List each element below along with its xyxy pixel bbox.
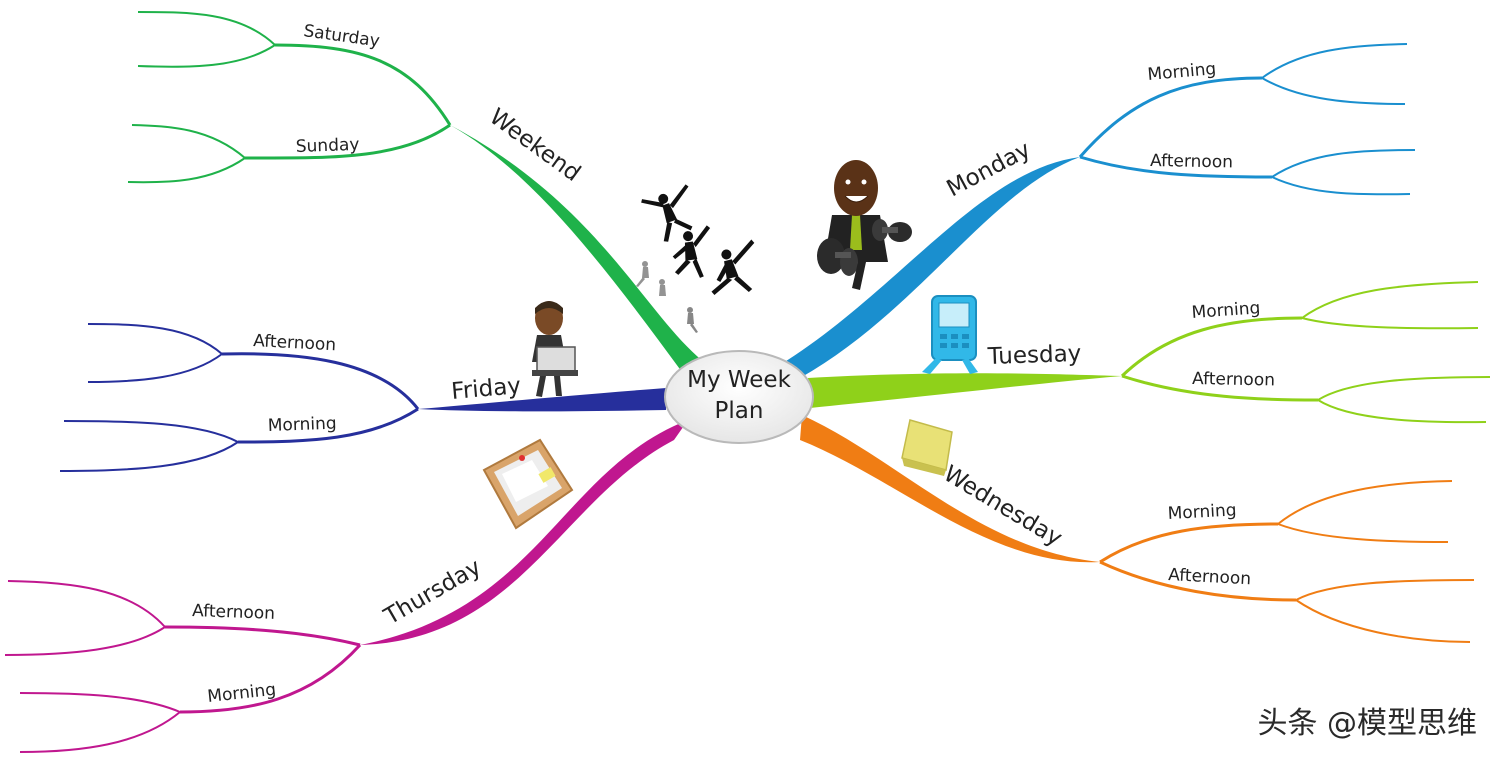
leaf-thursday-afternoon-1 <box>7 580 166 628</box>
sub-label-monday-afternoon: Afternoon <box>1150 151 1233 172</box>
sticky-note-icon <box>901 419 953 476</box>
leaf-tuesday-afternoon-1 <box>1317 376 1491 401</box>
sub-label-friday-afternoon: Afternoon <box>253 331 337 355</box>
leaf-monday-afternoon-2 <box>1271 176 1411 196</box>
branch-label-monday: Monday <box>943 137 1035 203</box>
leaf-saturday-2 <box>137 44 276 68</box>
sub-branch-tuesday-morning <box>1120 316 1303 378</box>
woman-laptop-icon <box>532 301 578 397</box>
leaf-friday-morning-1 <box>63 420 239 443</box>
main-branch-wednesday <box>800 415 1100 563</box>
sub-branch-thursday-afternoon <box>164 625 361 647</box>
sub-label-thursday-afternoon: Afternoon <box>192 601 276 624</box>
businessman-dumbbells-icon <box>817 160 912 290</box>
leaf-monday-morning-1 <box>1261 43 1408 79</box>
leaf-wednesday-afternoon-1 <box>1295 579 1475 601</box>
leaf-sunday-1 <box>131 124 246 159</box>
central-node-ellipse <box>664 350 814 444</box>
leaf-saturday-1 <box>137 11 276 46</box>
leaf-wednesday-morning-2 <box>1277 523 1449 543</box>
leaf-tuesday-morning-1 <box>1301 281 1479 319</box>
branch-weekend[interactable]: Weekend Saturday Sunday <box>127 11 718 372</box>
sub-branch-monday-morning <box>1078 76 1263 158</box>
branch-label-thursday: Thursday <box>379 554 485 630</box>
leaf-wednesday-afternoon-2 <box>1295 599 1471 643</box>
main-branch-friday <box>418 388 666 412</box>
sub-branch-saturday <box>274 43 452 126</box>
leaf-monday-afternoon-1 <box>1271 149 1416 178</box>
sub-branch-tuesday-afternoon <box>1121 374 1319 402</box>
central-title-line1: My Week <box>687 367 791 393</box>
sub-label-tuesday-afternoon: Afternoon <box>1192 369 1275 390</box>
leaf-friday-afternoon-2 <box>87 353 223 383</box>
mobile-phone-icon <box>922 295 978 374</box>
branch-label-tuesday: Tuesday <box>986 341 1081 370</box>
main-branch-weekend <box>450 125 718 372</box>
sub-branch-sunday <box>244 123 451 160</box>
central-title-line2: Plan <box>715 398 764 424</box>
branch-label-friday: Friday <box>450 373 522 405</box>
leaf-thursday-morning-1 <box>19 692 181 713</box>
leaf-tuesday-afternoon-2 <box>1317 399 1487 424</box>
sub-label-wednesday-afternoon: Afternoon <box>1168 565 1252 589</box>
central-node[interactable]: My Week Plan <box>664 350 814 444</box>
branch-wednesday[interactable]: Wednesday Morning Afternoon <box>800 415 1475 643</box>
sub-branch-thursday-morning <box>179 643 362 714</box>
leaf-thursday-morning-2 <box>19 711 181 753</box>
jumping-people-icon <box>636 184 755 333</box>
branch-label-weekend: Weekend <box>484 104 585 187</box>
leaf-friday-morning-2 <box>59 441 239 472</box>
leaf-wednesday-morning-1 <box>1277 480 1453 525</box>
leaf-sunday-2 <box>127 157 246 184</box>
sub-branch-friday-morning <box>237 407 419 444</box>
clipboard-icon <box>482 438 574 530</box>
leaf-friday-afternoon-1 <box>87 323 223 355</box>
watermark-text: 头条 @模型思维 <box>1257 706 1477 741</box>
sub-branch-wednesday-morning <box>1099 522 1279 564</box>
sub-label-sunday: Sunday <box>295 135 359 157</box>
sub-branch-monday-afternoon <box>1079 155 1273 179</box>
sub-label-tuesday-morning: Morning <box>1191 298 1261 323</box>
sub-label-friday-morning: Morning <box>267 414 336 436</box>
branch-friday[interactable]: Friday Afternoon Morning <box>59 323 666 472</box>
branch-monday[interactable]: Monday Morning Afternoon <box>780 43 1416 378</box>
sub-branch-friday-afternoon <box>221 352 420 410</box>
main-branch-monday <box>780 157 1080 378</box>
branch-tuesday[interactable]: Tuesday Morning Afternoon <box>808 281 1491 424</box>
leaf-tuesday-morning-2 <box>1301 317 1479 330</box>
sub-label-wednesday-morning: Morning <box>1167 500 1237 524</box>
main-branch-tuesday <box>808 373 1122 408</box>
main-branch-thursday <box>360 420 688 645</box>
leaf-thursday-afternoon-2 <box>4 626 166 656</box>
leaf-monday-morning-2 <box>1261 77 1406 105</box>
sub-branch-wednesday-afternoon <box>1099 560 1297 602</box>
